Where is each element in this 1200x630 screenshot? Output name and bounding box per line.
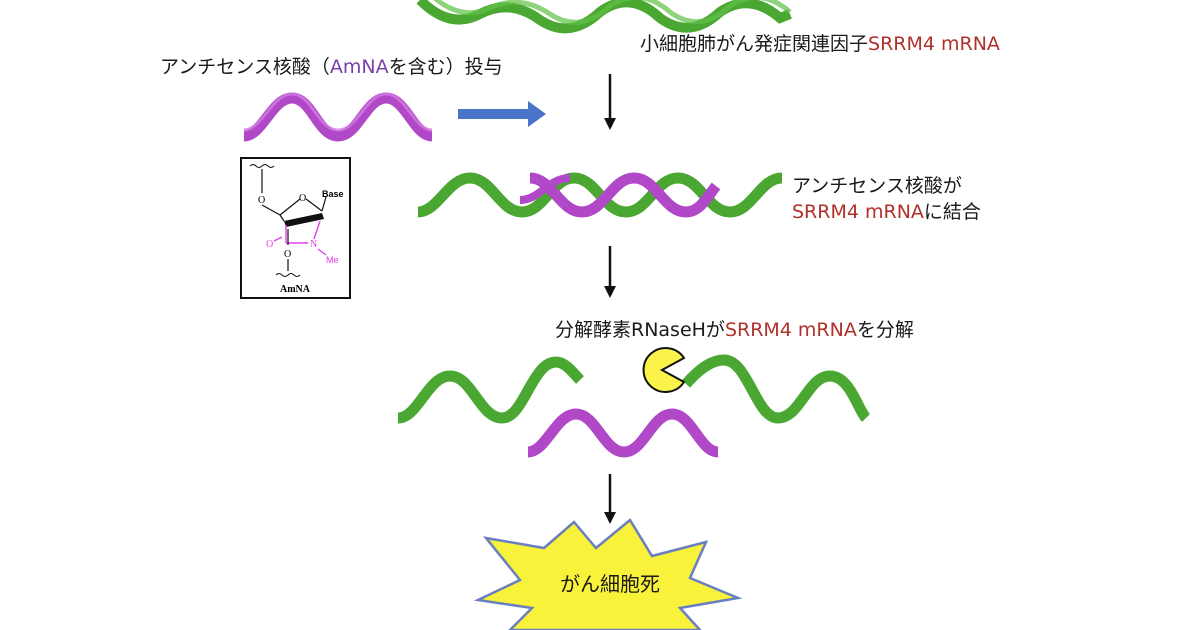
cleavage-label-highlight: SRRM4 mRNA [724,319,857,341]
amna-structure-box: O O Base O O N Me AmNA [240,157,351,299]
binding-label-suffix: に結合 [923,200,981,223]
binding-label-line1: アンチセンス核酸が [792,175,962,197]
dose-arrow [458,101,546,127]
antisense-strand-released [526,408,720,458]
amna-caption: AmNA [280,284,311,295]
cleaved-mrna-left [396,356,584,424]
down-arrow-1 [604,74,616,130]
o-bottom-atom: O [284,249,291,260]
cleavage-label: 分解酵素RNaseHがSRRM4 mRNAを分解 [555,318,914,344]
duplex-strands [417,172,783,218]
dose-label: アンチセンス核酸（AmNAを含む）投与 [160,55,503,81]
antisense-strand-dose [242,92,434,142]
top-label-prefix: 小細胞肺がん発症関連因子 [640,33,869,55]
n-atom: N [310,239,317,250]
amna-structure-drawing: O O Base O O N Me AmNA [249,164,344,295]
dose-label-suffix: を含む）投与 [388,56,503,78]
binding-label-highlight: SRRM4 mRNA [792,200,924,223]
dose-label-highlight: AmNA [329,56,389,78]
top-label-highlight: SRRM4 mRNA [868,33,1000,55]
cleaved-mrna-right [681,354,871,424]
top-mrna-label: 小細胞肺がん発症関連因子SRRM4 mRNA [640,32,1000,58]
binding-label-line2: SRRM4 mRNAに結合 [792,200,981,226]
carbonyl-o-atom: O [266,239,273,250]
dose-label-prefix: アンチセンス核酸（ [160,56,330,78]
cleavage-label-suffix: を分解 [856,319,914,341]
cell-death-burst [473,518,743,630]
down-arrow-3 [604,474,616,524]
mrna-strand-top [416,0,792,34]
base-label: Base [322,189,344,199]
methyl-label: Me [326,255,339,265]
ring-o-atom: O [299,193,306,204]
o-top-atom: O [258,195,265,206]
cleavage-label-prefix: 分解酵素RNaseHが [555,319,725,341]
binding-label: アンチセンス核酸が SRRM4 mRNAに結合 [792,174,981,225]
down-arrow-2 [604,246,616,298]
outcome-label: がん細胞死 [560,572,660,596]
rnaseh-pacman-icon [642,347,686,393]
